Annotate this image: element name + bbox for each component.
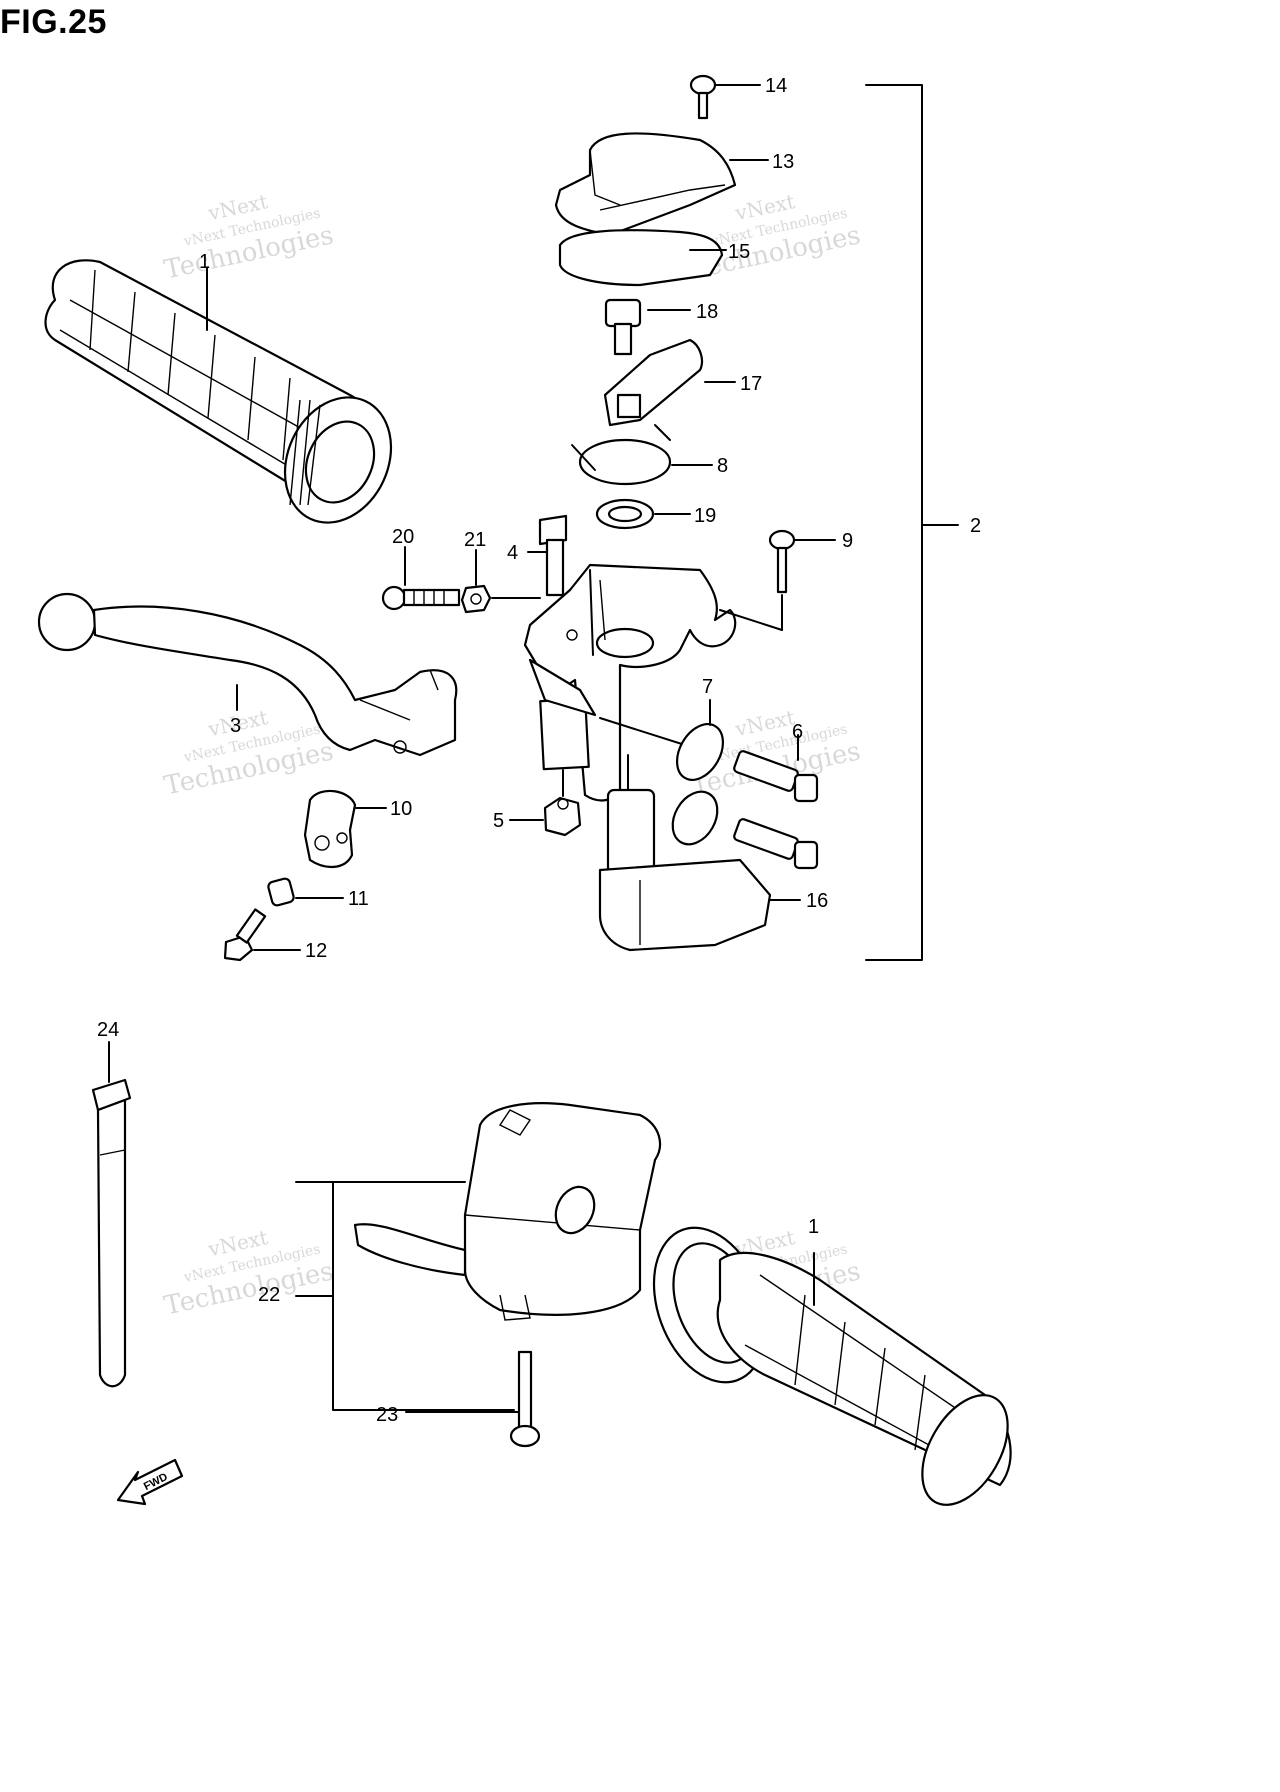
screw-23 [509, 1350, 541, 1448]
bolt-4 [538, 514, 568, 597]
callout-15: 15 [728, 241, 750, 263]
callout-21: 21 [464, 529, 486, 551]
callout-1-lower: 1 [808, 1216, 819, 1238]
bolt-18 [604, 298, 642, 356]
callout-23: 23 [376, 1404, 398, 1426]
screw-14 [689, 74, 717, 120]
callout-24: 24 [97, 1019, 119, 1041]
callout-20: 20 [392, 526, 414, 548]
watermark-3: vNext vNext Technologies Technologies [162, 705, 337, 801]
watermark-5: vNext vNext Technologies Technologies [162, 1225, 337, 1321]
callout-14: 14 [765, 75, 787, 97]
callout-6: 6 [792, 721, 803, 743]
lever-holder-body [523, 563, 737, 802]
grip-lower [652, 1226, 1012, 1506]
callout-17: 17 [740, 373, 762, 395]
callout-12: 12 [305, 940, 327, 962]
cap-11 [267, 877, 295, 907]
callout-11: 11 [348, 888, 369, 910]
callout-4: 4 [507, 542, 518, 564]
callout-10: 10 [390, 798, 412, 820]
watermark-1: vNext vNext Technologies Technologies [162, 189, 337, 285]
callout-2: 2 [970, 515, 981, 537]
plate-17 [603, 338, 704, 427]
spring-8 [571, 424, 672, 486]
adjuster-7 [671, 723, 725, 846]
arm-16 [598, 788, 772, 952]
bolt-6 [733, 750, 819, 870]
callout-18: 18 [696, 301, 718, 323]
cable-tie-24 [91, 1078, 132, 1388]
callout-1: 1 [199, 251, 210, 273]
callout-19: 19 [694, 505, 716, 527]
screw-9 [768, 529, 796, 594]
lever-3 [37, 592, 458, 757]
nut-21 [460, 584, 492, 614]
washer-19 [595, 498, 655, 530]
callout-16: 16 [806, 890, 828, 912]
callout-22: 22 [258, 1284, 280, 1306]
figure-title: FIG.25 [0, 3, 107, 41]
lever-cover-13 [554, 132, 737, 237]
gasket-15 [558, 229, 724, 287]
callout-3: 3 [230, 715, 241, 737]
holder-10 [303, 789, 357, 868]
switch-22 [353, 1102, 662, 1321]
callout-13: 13 [772, 151, 794, 173]
bolt-12 [223, 908, 267, 962]
callout-7: 7 [702, 676, 713, 698]
callout-8: 8 [717, 455, 728, 477]
callout-5: 5 [493, 810, 504, 832]
grip-upper [44, 259, 393, 524]
callout-9: 9 [842, 530, 853, 552]
nut-5 [543, 796, 582, 837]
bolt-20 [381, 585, 461, 611]
fwd-arrow: FWD [116, 1458, 184, 1506]
assembly-bracket-2 [865, 84, 923, 961]
